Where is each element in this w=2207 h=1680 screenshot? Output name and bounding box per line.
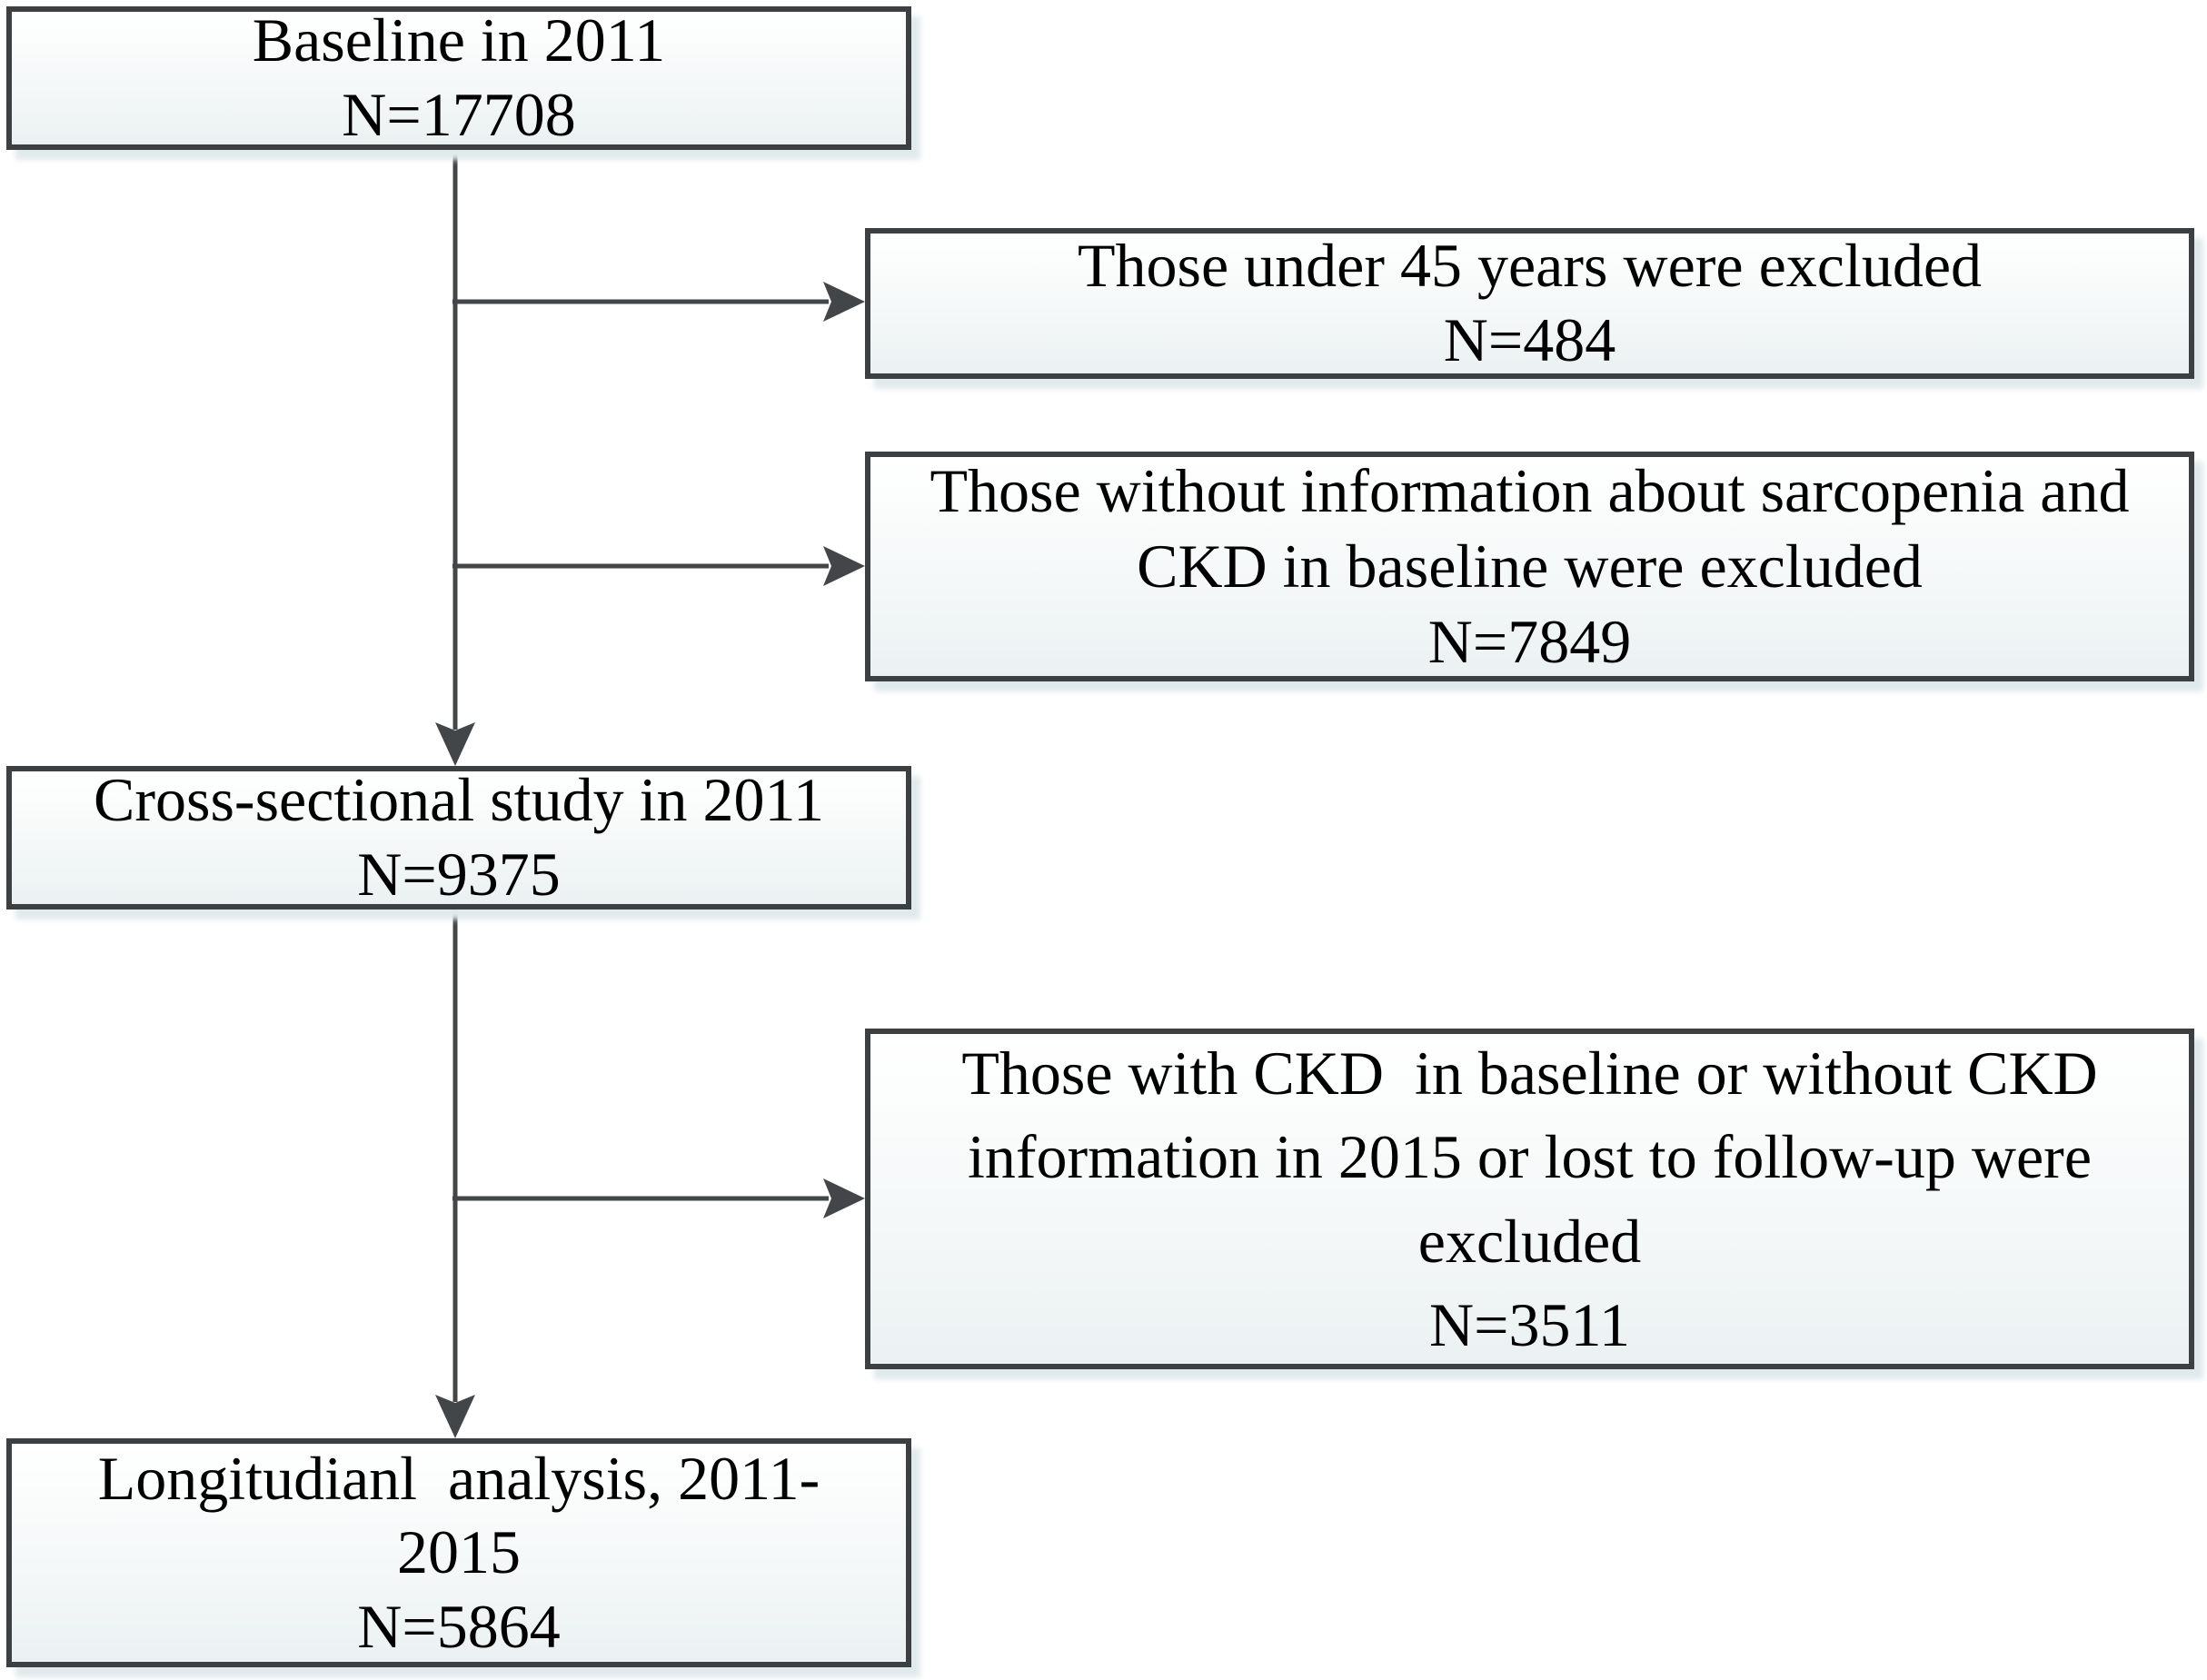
under-45-exclusion-box: Those under 45 years were excluded N=484 [865,228,2194,379]
longitudinal-analysis-box: Longitudianl analysis, 2011- 2015 N=5864 [6,1438,911,1667]
longitudinal-analysis-box-text: Longitudianl analysis, 2011- 2015 N=5864 [97,1443,820,1661]
baseline-box: Baseline in 2011 N=17708 [6,5,911,150]
arrowhead-into-longitudinal [435,1395,475,1438]
arrowhead-into-ckd-followup-exclusion-box [823,1178,865,1218]
missing-info-exclusion-box-text: Those without information about sarcopen… [930,456,2130,676]
arrowhead-into-under-45-exclusion-box [823,282,865,322]
missing-info-exclusion-box: Those without information about sarcopen… [865,452,2194,681]
ckd-followup-exclusion-box: Those with CKD in baseline or without CK… [865,1029,2194,1369]
baseline-box-text: Baseline in 2011 N=17708 [252,5,666,149]
cross-sectional-box: Cross-sectional study in 2011 N=9375 [6,765,911,910]
under-45-exclusion-box-text: Those under 45 years were excluded N=484 [1077,231,1983,374]
cross-sectional-box-text: Cross-sectional study in 2011 N=9375 [94,765,824,909]
arrowhead-into-missing-info-exclusion-box [823,546,865,586]
arrowhead-into-cross-sectional [435,722,475,766]
ckd-followup-exclusion-box-text: Those with CKD in baseline or without CK… [961,1038,2098,1359]
